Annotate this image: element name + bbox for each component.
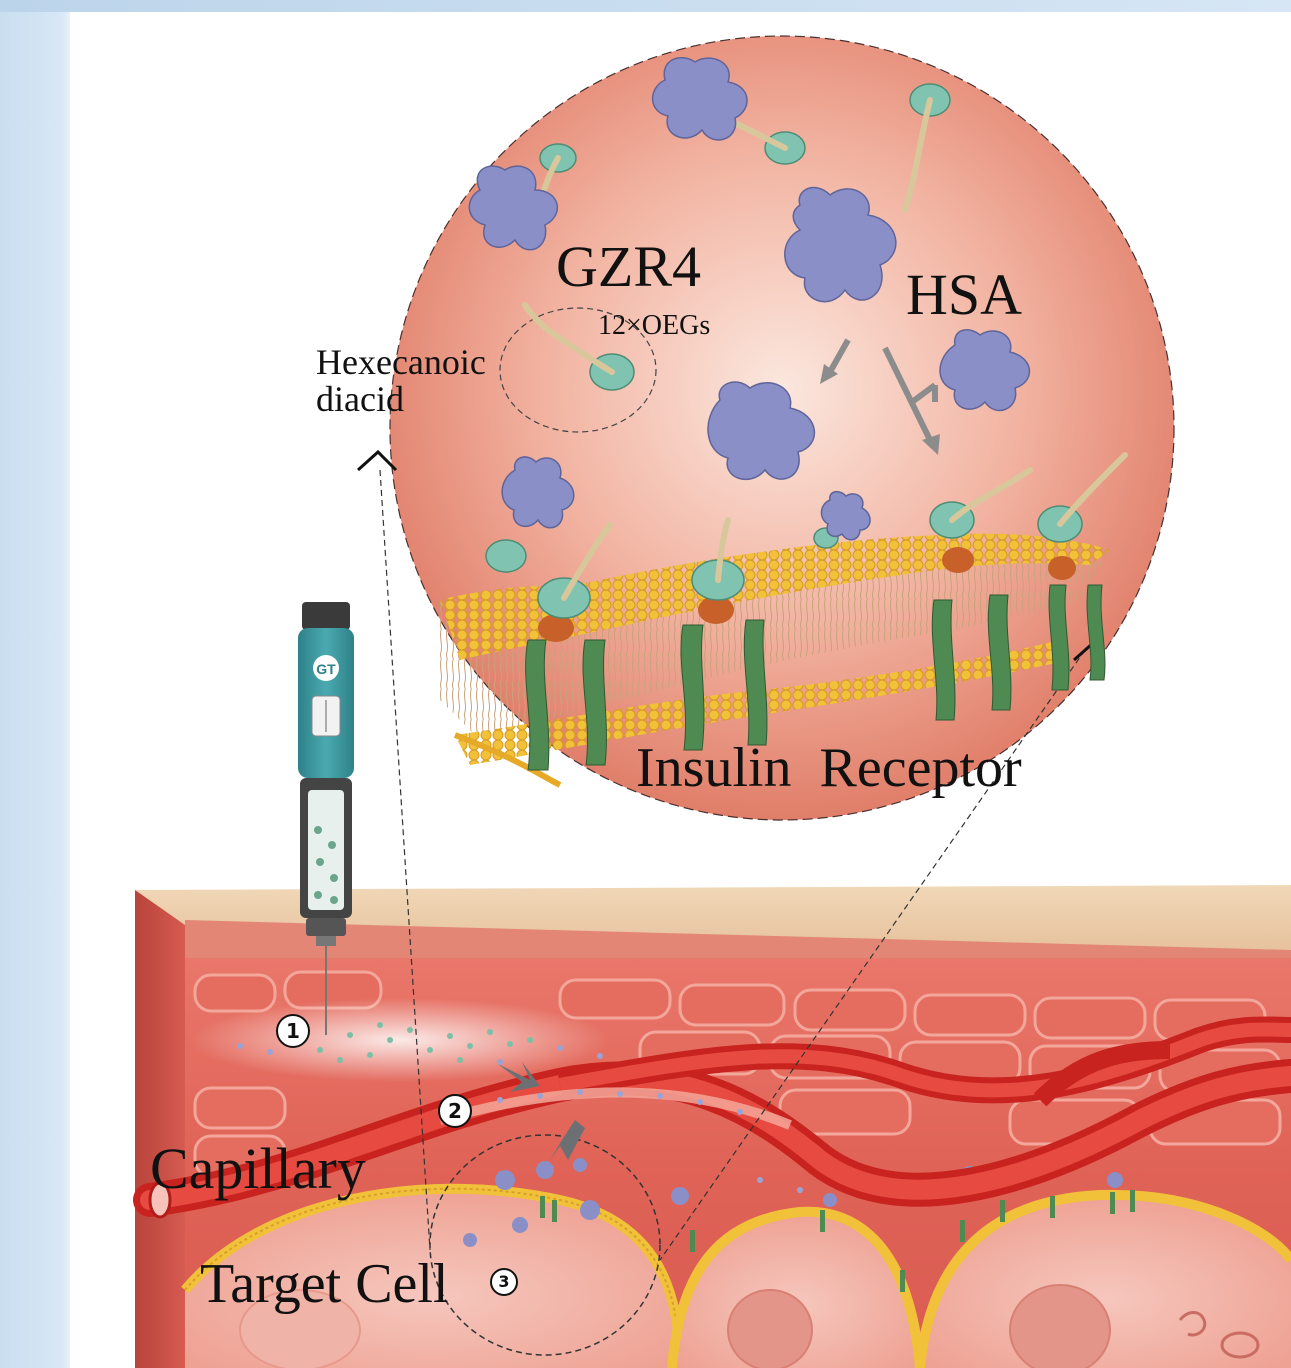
hsa-label: HSA [906,266,1022,324]
capillary-label: Capillary [150,1140,366,1198]
hexecanoic-label-line2: diacid [316,379,404,419]
injection-depot [190,998,610,1082]
step-1-marker: 1 [276,1014,310,1048]
hexecanoic-label-line1: Hexecanoic [316,342,486,382]
insulin-receptor-label: Insulin Receptor [636,740,1022,796]
hexecanoic-diacid-label: Hexecanoic diacid [316,344,486,417]
gzr4-label: GZR4 [556,238,701,296]
step-3-marker: 3 [490,1268,518,1296]
step-2-marker: 2 [438,1094,472,1128]
pen-logo: GT [316,661,336,677]
target-cell-label: Target Cell [200,1256,449,1312]
oeg-label: 12×OEGs [598,312,710,340]
